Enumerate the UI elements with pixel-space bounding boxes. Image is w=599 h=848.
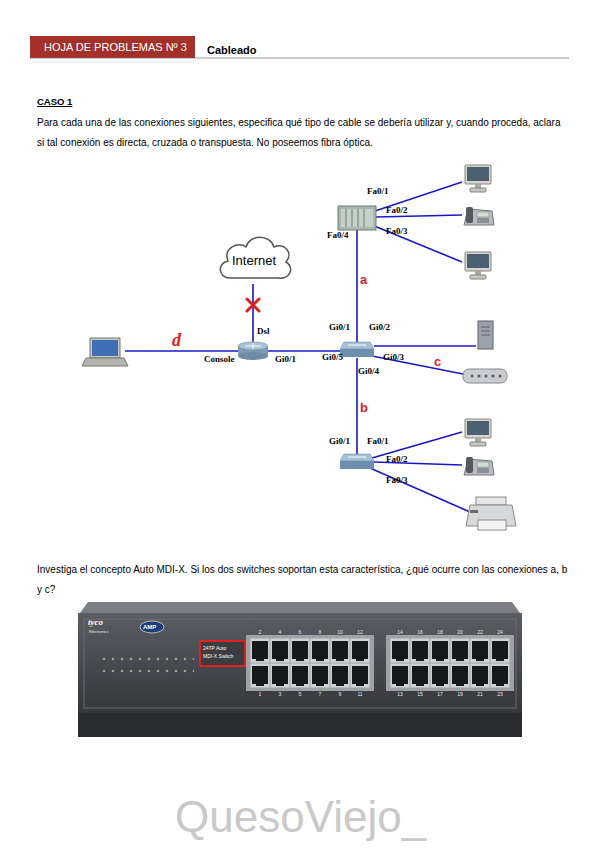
port-label: Console <box>204 355 235 364</box>
port-number: 14 <box>397 630 403 635</box>
port-label: Gi0/1 <box>275 355 296 364</box>
port-label: Fa0/2 <box>386 455 408 464</box>
connection-letter: a <box>360 273 367 286</box>
header-band: HOJA DE PROBLEMAS Nº 3 <box>30 36 195 58</box>
watermark: QuesoViejo_ <box>175 795 426 839</box>
network-wires <box>125 182 476 512</box>
port-number: 23 <box>497 692 503 697</box>
port-number: 11 <box>357 692 362 697</box>
port-number: 18 <box>437 630 443 635</box>
hub-icon <box>463 369 507 383</box>
header-text: HOJA DE PROBLEMAS Nº 3 <box>44 41 187 53</box>
pc-icon <box>465 165 491 192</box>
instruction-text: Para cada una de las conexiones siguient… <box>37 113 569 153</box>
port-number: 22 <box>477 630 483 635</box>
port-label: Fa0/4 <box>327 231 349 240</box>
port-number: 5 <box>299 692 302 697</box>
port-number: 17 <box>437 692 443 697</box>
port-number: 21 <box>477 692 483 697</box>
port-label: Gi0/2 <box>369 323 390 332</box>
port-label: Fa0/1 <box>367 437 389 446</box>
top-switch-icon <box>338 206 376 230</box>
sheet-title: Cableado <box>207 44 257 56</box>
port-number: 24 <box>497 630 503 635</box>
brand-logo: tyco <box>88 618 103 627</box>
port-number: 7 <box>319 692 322 697</box>
broken-link-mark <box>247 299 259 311</box>
port-label: Gi0/5 <box>322 353 343 362</box>
port-number: 12 <box>357 630 363 635</box>
port-number: 1 <box>259 692 262 697</box>
port-label: Fa0/3 <box>386 227 408 236</box>
internet-cloud: Internet <box>215 231 293 285</box>
port-number: 19 <box>457 692 463 697</box>
port-label: Gi0/3 <box>383 353 404 362</box>
pc-icon <box>465 252 491 279</box>
port-number: 13 <box>397 692 403 697</box>
printer-icon <box>466 497 516 530</box>
port-number: 15 <box>417 692 423 697</box>
server-icon <box>478 321 493 349</box>
port-number: 10 <box>337 630 343 635</box>
port-number: 3 <box>279 692 282 697</box>
brand-subtitle: Electronics <box>89 630 109 634</box>
access-switch-icon <box>340 454 374 469</box>
port-label: Gi0/4 <box>358 367 379 376</box>
port-number: 8 <box>319 630 322 635</box>
port-label: Gi0/1 <box>329 437 350 446</box>
laptop-icon <box>82 338 128 366</box>
port-number: 9 <box>339 692 342 697</box>
port-number: 4 <box>279 630 282 635</box>
instruction-text: Investiga el concepto Auto MDI-X. Si los… <box>37 560 569 600</box>
port-label: Dsl <box>257 327 270 336</box>
pc-icon <box>465 419 491 446</box>
port-number: 2 <box>259 630 262 635</box>
connection-letter: c <box>434 355 441 368</box>
router-icon <box>238 342 268 360</box>
connection-letter: d <box>172 331 181 349</box>
feature-label: MDI-X Switch <box>203 654 233 659</box>
port-number: 16 <box>417 630 423 635</box>
ip-phone-icon <box>464 457 494 475</box>
port-label: Fa0/3 <box>386 476 408 485</box>
port-label: Fa0/2 <box>386 206 408 215</box>
main-switch-icon <box>340 342 374 357</box>
port-number: 6 <box>299 630 302 635</box>
case-heading: CASO 1 <box>37 97 72 107</box>
port-label: Gi0/1 <box>329 323 350 332</box>
port-label: Fa0/1 <box>367 187 389 196</box>
port-number: 20 <box>457 630 463 635</box>
connection-letter: b <box>360 401 368 414</box>
ip-phone-icon <box>464 207 494 225</box>
brand-logo: AMP <box>143 624 156 630</box>
feature-label: 24TP Auto <box>203 646 226 651</box>
cloud-label: Internet <box>232 249 276 268</box>
switch-photo <box>78 602 522 737</box>
